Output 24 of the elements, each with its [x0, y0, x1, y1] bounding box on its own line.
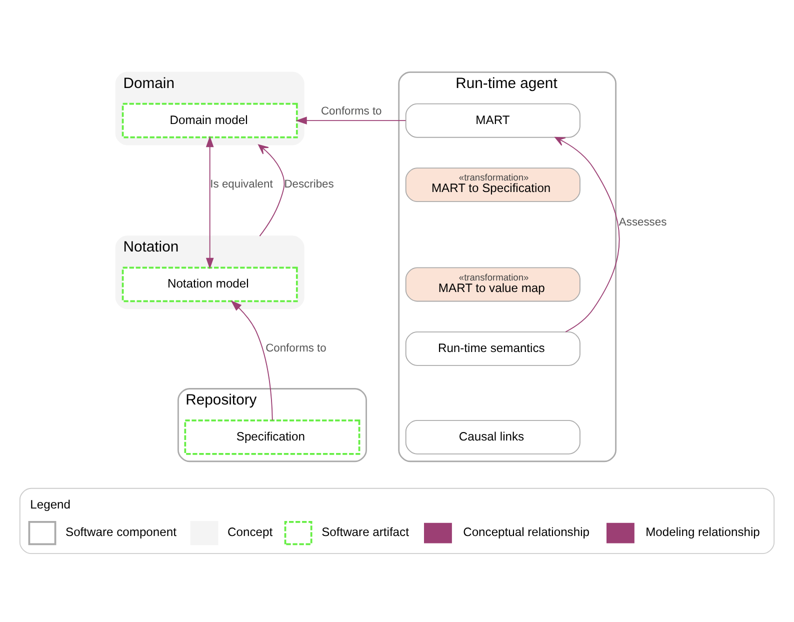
- legend-label: Software artifact: [322, 525, 409, 540]
- arrow: [554, 136, 620, 332]
- arrow: [296, 116, 406, 124]
- legend-label: Concept: [228, 525, 273, 540]
- node-box: MART: [405, 103, 580, 138]
- edge-label: Describes: [284, 178, 334, 191]
- arrow: [258, 144, 285, 236]
- edge-label: Conforms to: [266, 342, 326, 355]
- node-box: «transformation» MART to value map: [405, 267, 580, 302]
- legend-label: Software component: [66, 525, 176, 540]
- legend-label: Conceptual relationship: [463, 525, 590, 540]
- edge-label: Is equivalent: [210, 178, 273, 191]
- edge-label: Assesses: [618, 216, 667, 228]
- node-box: Domain model: [122, 102, 298, 138]
- node-box: Run-time semantics: [405, 331, 580, 366]
- edge-label: Conforms to: [320, 106, 382, 118]
- arrow: [206, 136, 214, 270]
- node-box: Causal links: [405, 420, 580, 454]
- label: Legend: [30, 497, 71, 512]
- node-box: Specification: [184, 419, 360, 455]
- node-box: «transformation» MART to Specification: [405, 168, 580, 202]
- legend-label: Modeling relationship: [646, 525, 760, 540]
- node-box: Notation model: [122, 266, 298, 302]
- arrow: [230, 300, 273, 421]
